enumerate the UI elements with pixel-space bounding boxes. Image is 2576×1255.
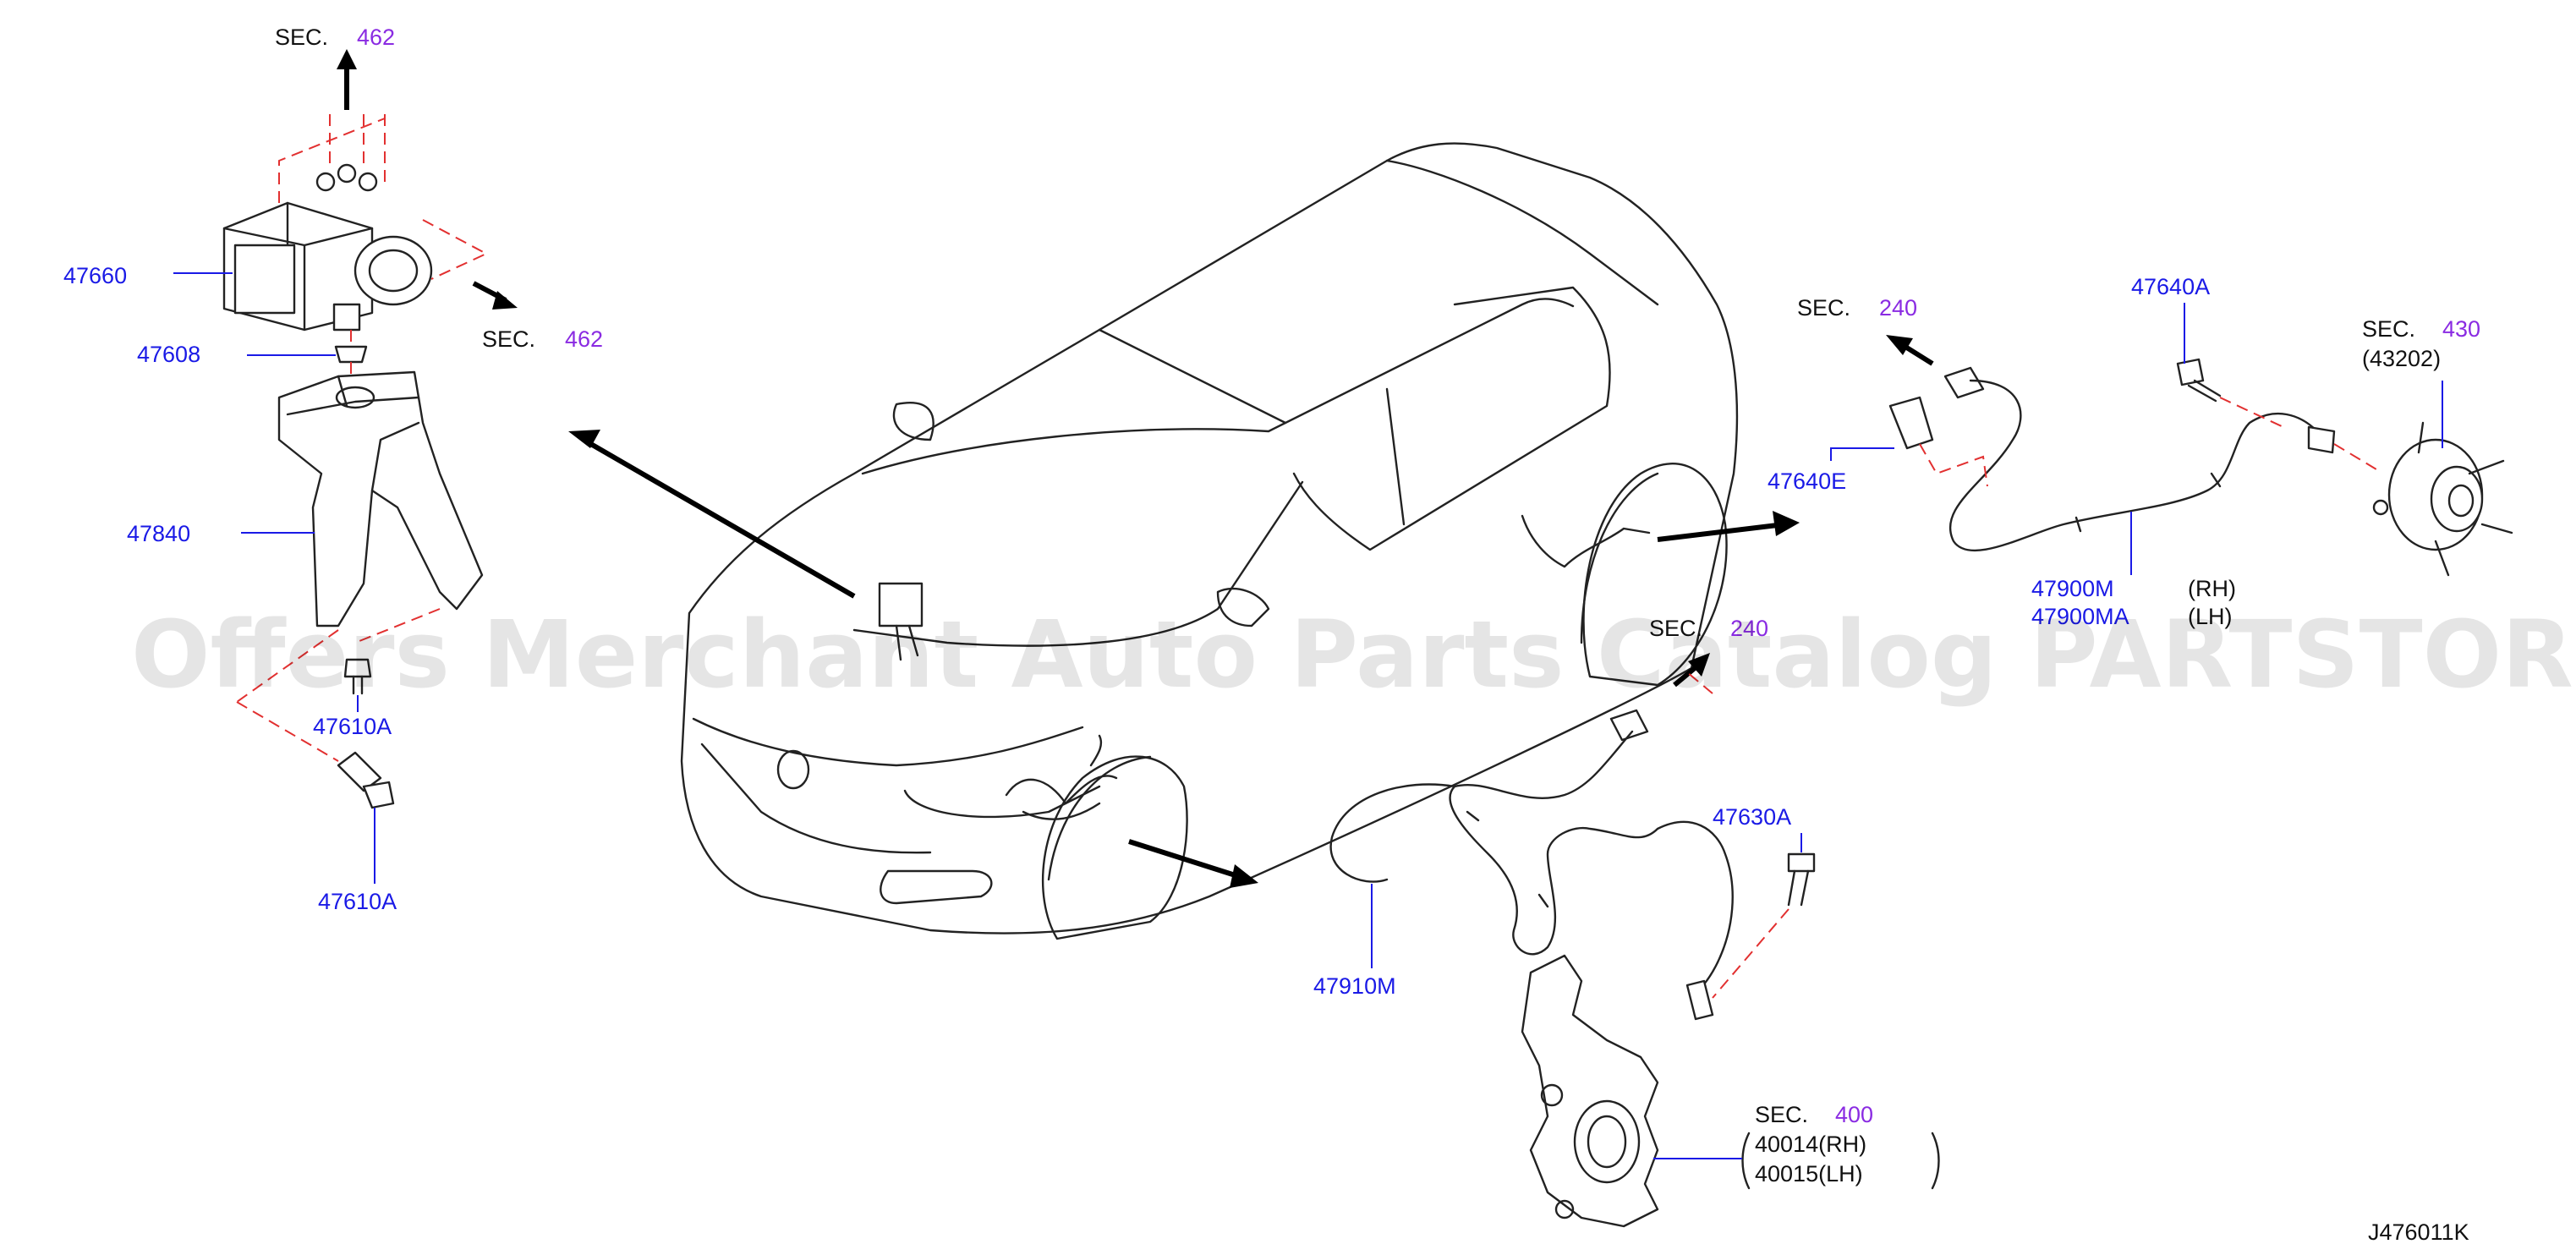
side-label: (LH): [2188, 604, 2233, 629]
part-number-link[interactable]: 47900M: [2031, 576, 2114, 601]
bolt-icon: [343, 658, 372, 695]
sec-number-link[interactable]: 240: [1730, 616, 1768, 641]
rear-sensor-group: [1886, 335, 2513, 577]
arrow-icon: [337, 49, 357, 69]
watermark: Offers Merchant Auto Parts Catalog PARTS…: [131, 600, 2576, 709]
sec-number-link[interactable]: 462: [565, 326, 603, 352]
arrow-icon: [1773, 511, 1800, 536]
sec-number-link[interactable]: 400: [1835, 1102, 1873, 1127]
sec-label: SEC.: [482, 326, 535, 352]
sec-label: SEC.: [1755, 1102, 1808, 1127]
arrow-icon: [1230, 864, 1258, 888]
part-number-link[interactable]: 47640E: [1768, 469, 1846, 494]
callout-arrows: [568, 430, 1800, 888]
part-number-link[interactable]: 47910M: [1313, 973, 1396, 999]
sec-number-link[interactable]: 462: [357, 25, 395, 50]
arrow-icon: [1886, 335, 1913, 355]
car-outline: [680, 142, 1739, 940]
sec-label: SEC.: [2362, 316, 2415, 342]
abs-actuator-group: [222, 49, 518, 809]
front-sensor-group: [1329, 653, 1816, 1228]
bolt-icon: [2176, 358, 2222, 403]
connector-icon: [1943, 366, 1985, 399]
rear-hub-43202: [2372, 421, 2513, 577]
arrow-to-abs: [582, 437, 856, 599]
arrow-icon: [568, 430, 600, 448]
grommet-47608: [334, 345, 368, 364]
sec-number-link[interactable]: 430: [2442, 316, 2480, 342]
front-labels: SEC. 240 47630A 47910M SEC. 400 40014(RH…: [1313, 616, 1940, 1190]
part-number-link[interactable]: 47840: [127, 521, 190, 546]
part-number-link[interactable]: 47610A: [318, 889, 397, 914]
part-number-link[interactable]: 47640A: [2131, 274, 2210, 299]
rear-labels: SEC. 240 47640A 47640E 47900M 47900MA (R…: [1768, 274, 2480, 629]
bolt-icon: [337, 751, 395, 809]
bracket-47840: [277, 370, 484, 628]
knuckle-lh: 40015(LH): [1755, 1161, 1863, 1186]
abs-labels: SEC. 462 SEC. 462 47660 47608 47840 4761…: [63, 25, 603, 914]
sec-label: SEC.: [1649, 616, 1702, 641]
front-sensor-harness-47910m: [1449, 730, 1734, 1000]
part-number-link[interactable]: 47608: [137, 342, 200, 367]
rear-sensor-harness-47900m: [1948, 379, 2319, 552]
side-label: (RH): [2188, 576, 2236, 601]
knuckle-rh: 40014(RH): [1755, 1132, 1866, 1157]
abs-pump-motor: [354, 235, 433, 306]
part-number-link[interactable]: 47900MA: [2031, 604, 2129, 629]
abs-control-unit: [233, 244, 296, 315]
sec-label: SEC.: [275, 25, 328, 50]
part-number-link[interactable]: 47630A: [1713, 804, 1791, 830]
bracket-close: [1931, 1132, 1940, 1190]
sensor-bracket-47640e: [1888, 396, 1934, 450]
sec-number-link[interactable]: 240: [1879, 295, 1917, 321]
arrow-to-rear-sensor: [1657, 522, 1785, 542]
bracket-open: [1741, 1132, 1751, 1190]
arrow-icon: [492, 291, 518, 310]
connector-icon: [1609, 709, 1649, 742]
diagram-code: J476011K: [2368, 1219, 2469, 1245]
arrow-to-front-sensor: [1128, 839, 1244, 880]
arrow-icon: [1688, 653, 1710, 677]
sec-label: SEC.: [1797, 295, 1850, 321]
hub-reference: (43202): [2362, 346, 2441, 371]
bolt-icon: [1787, 852, 1816, 907]
part-number-link[interactable]: 47660: [63, 263, 127, 288]
part-number-link[interactable]: 47610A: [313, 714, 392, 739]
